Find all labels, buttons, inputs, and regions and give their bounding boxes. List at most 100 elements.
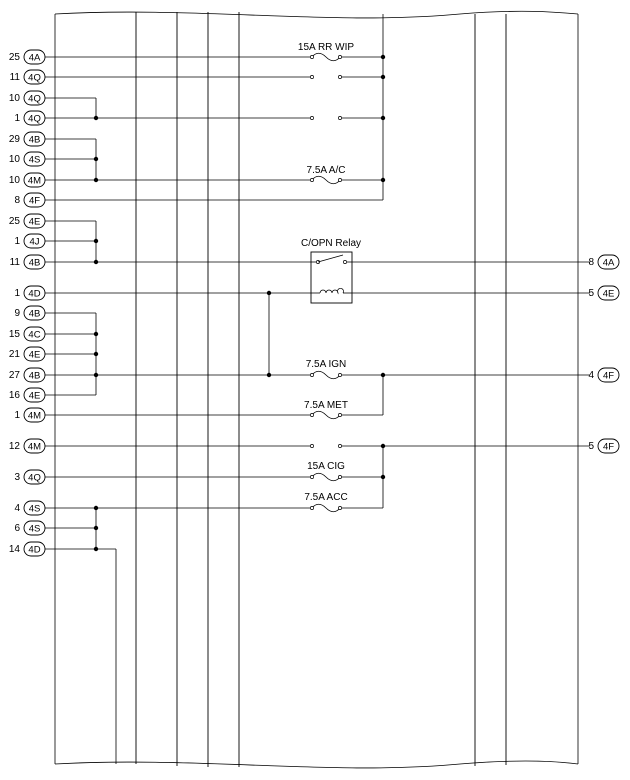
connector-left: 14 4D bbox=[9, 541, 46, 557]
fuse-symbols bbox=[310, 52, 342, 513]
svg-text:11: 11 bbox=[10, 72, 21, 83]
splice-dot bbox=[380, 74, 386, 80]
svg-text:4A: 4A bbox=[603, 258, 615, 269]
fuse-label: 7.5A MET bbox=[304, 400, 348, 411]
splice-dot bbox=[93, 546, 99, 552]
internal-vertical-lines bbox=[135, 12, 507, 767]
svg-text:4D: 4D bbox=[28, 289, 40, 300]
relay-c-opn bbox=[310, 251, 353, 304]
connector-left: 1 4J bbox=[14, 233, 46, 249]
splice-dot bbox=[93, 156, 99, 162]
svg-text:16: 16 bbox=[9, 390, 21, 401]
connector-left: 27 4B bbox=[9, 367, 46, 383]
connector-left: 25 4E bbox=[9, 213, 46, 229]
svg-text:10: 10 bbox=[9, 93, 21, 104]
svg-text:1: 1 bbox=[14, 288, 20, 299]
open-contact bbox=[310, 443, 342, 449]
open-contacts bbox=[310, 74, 342, 449]
fuse-rr-wip bbox=[310, 52, 342, 62]
svg-text:4D: 4D bbox=[28, 545, 40, 556]
connector-left: 4 4S bbox=[14, 500, 46, 516]
svg-text:5: 5 bbox=[588, 288, 594, 299]
svg-text:4E: 4E bbox=[603, 289, 615, 300]
svg-text:4: 4 bbox=[588, 370, 594, 381]
svg-text:10: 10 bbox=[9, 175, 21, 186]
splice-dot bbox=[93, 259, 99, 265]
svg-text:4B: 4B bbox=[29, 135, 41, 146]
svg-text:4M: 4M bbox=[28, 442, 41, 453]
open-contact bbox=[310, 115, 342, 121]
splice-dot bbox=[93, 525, 99, 531]
splice-dot bbox=[380, 443, 386, 449]
svg-text:1: 1 bbox=[14, 113, 20, 124]
fuse-label: 7.5A ACC bbox=[304, 492, 347, 503]
connector-left: 11 4Q bbox=[10, 69, 46, 85]
svg-text:4E: 4E bbox=[29, 350, 41, 361]
connector-left: 15 4C bbox=[9, 326, 46, 342]
block-bottom-edge bbox=[54, 760, 579, 769]
splice-dot bbox=[93, 238, 99, 244]
svg-text:11: 11 bbox=[10, 257, 21, 268]
svg-text:4A: 4A bbox=[29, 53, 41, 64]
svg-text:8: 8 bbox=[588, 257, 594, 268]
splice-dot bbox=[93, 372, 99, 378]
svg-text:25: 25 bbox=[9, 52, 21, 63]
svg-text:8: 8 bbox=[14, 195, 20, 206]
fuse-ac bbox=[310, 175, 342, 185]
svg-text:4Q: 4Q bbox=[28, 73, 41, 84]
connector-right: 4 4F bbox=[588, 367, 620, 383]
connector-right: 8 4A bbox=[588, 254, 620, 270]
svg-text:6: 6 bbox=[14, 523, 20, 534]
svg-text:4F: 4F bbox=[603, 371, 614, 382]
svg-text:4S: 4S bbox=[29, 524, 41, 535]
svg-text:1: 1 bbox=[14, 236, 20, 247]
splice-dot bbox=[380, 474, 386, 480]
svg-text:4B: 4B bbox=[29, 371, 41, 382]
connector-left: 9 4B bbox=[14, 305, 46, 321]
svg-text:4Q: 4Q bbox=[28, 473, 41, 484]
circuit-wires bbox=[45, 14, 590, 764]
open-contact bbox=[310, 74, 342, 80]
connector-left: 29 4B bbox=[9, 131, 46, 147]
svg-text:4Q: 4Q bbox=[28, 114, 41, 125]
svg-text:4S: 4S bbox=[29, 504, 41, 515]
svg-text:4J: 4J bbox=[29, 237, 39, 248]
svg-text:4B: 4B bbox=[29, 309, 41, 320]
connector-left: 1 4M bbox=[14, 407, 46, 423]
connector-left: 1 4Q bbox=[14, 110, 46, 126]
connector-right: 5 4E bbox=[588, 285, 620, 301]
svg-text:4: 4 bbox=[14, 503, 20, 514]
fuse-label: 15A CIG bbox=[307, 461, 345, 472]
fuse-acc bbox=[310, 503, 342, 513]
splice-dot bbox=[380, 177, 386, 183]
splice-dots bbox=[93, 54, 386, 552]
fuse-met bbox=[310, 410, 342, 420]
relay-switch-blade bbox=[317, 254, 344, 263]
fuse-label: 7.5A A/C bbox=[307, 165, 346, 176]
svg-text:4S: 4S bbox=[29, 155, 41, 166]
splice-dot bbox=[380, 115, 386, 121]
svg-text:12: 12 bbox=[9, 441, 21, 452]
connector-left: 11 4B bbox=[10, 254, 46, 270]
relay-label: C/OPN Relay bbox=[301, 238, 361, 249]
svg-text:4F: 4F bbox=[29, 196, 40, 207]
splice-dot bbox=[266, 372, 272, 378]
connector-right: 5 4F bbox=[588, 438, 620, 454]
splice-dot bbox=[93, 351, 99, 357]
splice-dot bbox=[93, 331, 99, 337]
connector-left: 10 4S bbox=[9, 151, 46, 167]
splice-dot bbox=[93, 177, 99, 183]
svg-text:3: 3 bbox=[14, 472, 20, 483]
component-labels: 15A RR WIP 7.5A A/C 7.5A IGN 7.5A MET 15… bbox=[298, 42, 361, 503]
svg-text:15: 15 bbox=[9, 329, 21, 340]
svg-text:27: 27 bbox=[9, 370, 21, 381]
right-connectors: 8 4A 5 4E 4 4F 5 4F bbox=[588, 254, 620, 454]
splice-dot bbox=[380, 372, 386, 378]
fuse-label: 7.5A IGN bbox=[306, 359, 347, 370]
svg-text:21: 21 bbox=[9, 349, 21, 360]
relay-coil bbox=[319, 288, 344, 295]
block-top-edge bbox=[54, 10, 579, 19]
svg-text:4E: 4E bbox=[29, 391, 41, 402]
connector-left: 21 4E bbox=[9, 346, 46, 362]
